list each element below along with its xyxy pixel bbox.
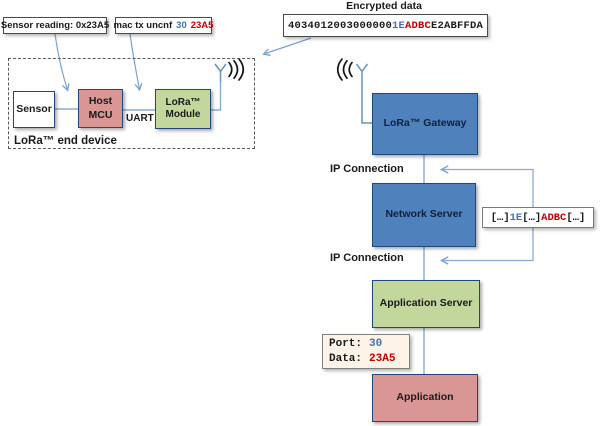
sensor-reading-text: Sensor reading: 0x23A5	[0, 20, 110, 31]
mac-tx-port: 30	[176, 20, 187, 31]
packet-payload: ADBC	[541, 211, 567, 224]
data-value: 23A5	[369, 353, 396, 365]
packet-b1: […]	[490, 211, 510, 224]
end-device-region: LoRa™ end device	[8, 58, 255, 149]
end-device-antenna-icon	[214, 63, 227, 82]
end-device-caption: LoRa™ end device	[14, 135, 117, 147]
application-label: Application	[396, 391, 454, 404]
lora-module-label: LoRa™ Module	[165, 96, 201, 121]
radio-waves-right-icon	[228, 58, 245, 81]
lora-module-node: LoRa™ Module	[155, 89, 211, 129]
radio-waves-left-icon	[336, 58, 353, 81]
mac-tx-cmd: mac tx uncnf	[113, 20, 173, 31]
port-value: 30	[369, 338, 383, 350]
gateway-antenna-icon	[355, 63, 372, 124]
packet-b3: […]	[566, 211, 586, 224]
ip-connection-label-bottom: IP Connection	[330, 252, 404, 264]
network-server-node: Network Server	[372, 183, 476, 247]
packet-b2: […]	[522, 211, 542, 224]
arrow-packet-to-ip-top	[439, 165, 534, 207]
port-label: Port:	[329, 338, 363, 350]
sensor-label: Sensor	[16, 102, 52, 115]
delivered-data-box: Port: 30 Data: 23A5	[322, 334, 410, 369]
encrypted-port: 1E	[391, 19, 405, 32]
arrow-packet-to-ip-bottom	[439, 228, 534, 265]
link-module-antenna	[210, 82, 222, 111]
sensor-node: Sensor	[13, 91, 55, 128]
application-server-node: Application Server	[372, 280, 480, 328]
host-mcu-label: Host MCU	[88, 95, 113, 121]
delivered-port-row: Port: 30	[329, 337, 403, 352]
arrow-mactx-to-uart	[129, 33, 143, 92]
application-node: Application	[372, 374, 478, 422]
arrow-sensor-reading-to-mcu	[54, 33, 70, 92]
packet-port: 1E	[509, 211, 523, 224]
ip-connection-label-top: IP Connection	[330, 163, 404, 175]
arrow-encrypted-to-end-device	[262, 37, 312, 56]
encrypted-payload: ADBC	[405, 19, 432, 32]
packet-inspection-box: […]1E[…]ADBC[…]	[482, 207, 594, 228]
mac-tx-payload: 23A5	[190, 20, 214, 31]
host-mcu-node: Host MCU	[78, 89, 123, 128]
delivered-data-row: Data: 23A5	[329, 352, 403, 367]
encrypted-data-title: Encrypted data	[346, 0, 422, 12]
application-server-label: Application Server	[379, 297, 473, 310]
encrypted-head: 4034012003000000	[287, 19, 392, 32]
annotation-sensor-reading: Sensor reading: 0x23A5	[0, 17, 110, 34]
gateway-label: LoRa™ Gateway	[383, 117, 467, 130]
network-server-label: Network Server	[385, 208, 463, 221]
encrypted-tail: E2ABFFDA	[431, 19, 484, 32]
gateway-node: LoRa™ Gateway	[372, 93, 478, 155]
data-label: Data:	[329, 353, 363, 365]
uart-label: UART	[126, 113, 154, 124]
